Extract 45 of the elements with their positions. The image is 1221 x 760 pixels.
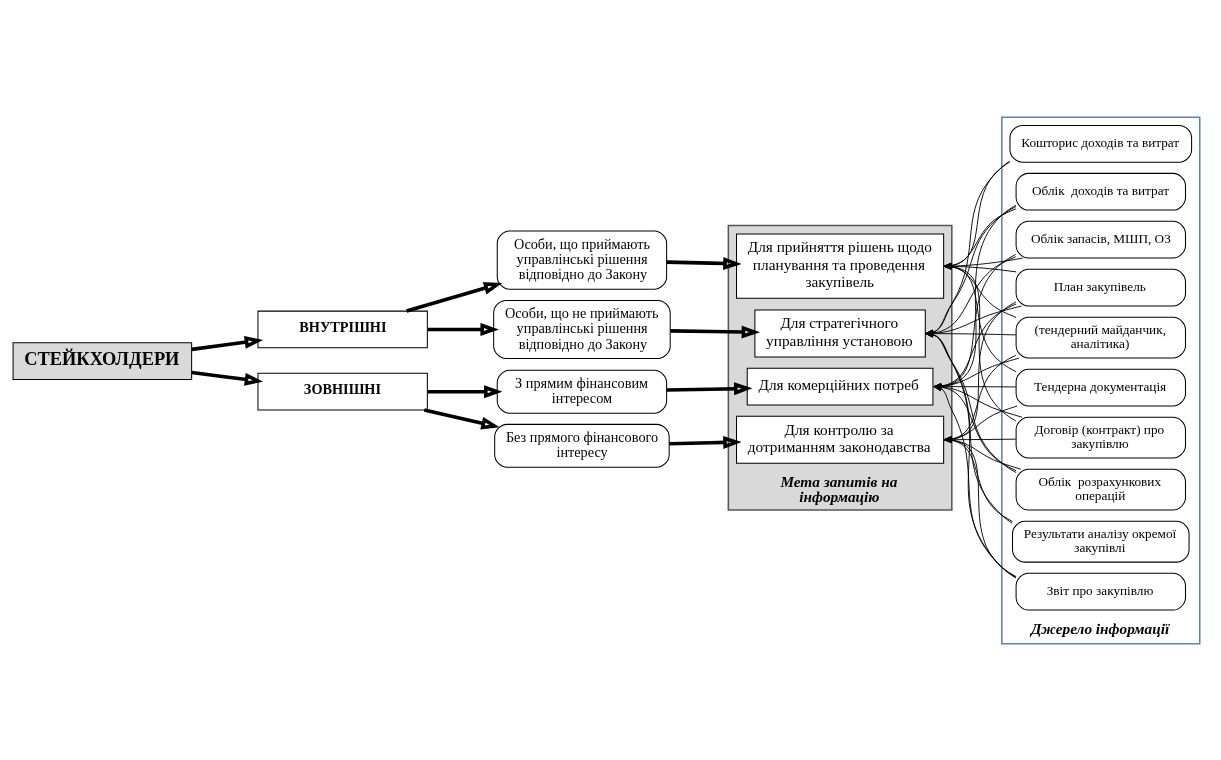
node-box: Результати аналізу окремої закупівлі <box>1012 520 1190 563</box>
node-box: СТЕЙКХОЛДЕРИ <box>12 341 193 380</box>
node-box: План закупівель <box>1015 268 1186 306</box>
arrow <box>943 354 1017 442</box>
node-box: Облік доходів та витрат <box>1015 172 1186 211</box>
node-box: Для контролю за дотриманням законодавства <box>736 415 945 464</box>
arrow <box>943 436 1017 577</box>
node-box: Особи, що не приймають управлінські рішення відповідно до Закону <box>493 299 671 359</box>
arrow <box>943 436 1017 443</box>
arrow <box>943 263 1017 318</box>
arrow <box>406 281 503 313</box>
arrow <box>943 207 1017 269</box>
node-box: (тендерний майданчик, аналітика) <box>1015 316 1186 359</box>
arrow <box>666 256 742 270</box>
arrow <box>943 436 1013 522</box>
arrow <box>943 300 1017 442</box>
node-box: Звіт про закупівлю <box>1015 572 1186 611</box>
arrow <box>427 384 503 398</box>
node-box: Договір (контракт) про закупівлю <box>1015 416 1186 459</box>
arrow <box>943 257 1024 269</box>
arrow <box>423 407 500 429</box>
node-box: ВНУТРІШНІ <box>257 310 428 348</box>
node-box: Тендерна документація <box>1015 368 1186 406</box>
arrow <box>666 381 753 395</box>
arrow <box>943 436 1022 470</box>
arrow <box>191 335 264 351</box>
node-box: Без прямого фінансового інтересу <box>494 423 670 468</box>
arrow <box>669 435 742 449</box>
arrow <box>943 263 1017 372</box>
node-box: Для прийняття рішень щодо планування та проведення закупівель <box>736 233 945 299</box>
arrow <box>943 405 1018 442</box>
node-box: Особи, що приймають управлінські рішення відповідно до Закону <box>496 230 668 290</box>
node-box: Для комерційних потреб <box>746 367 934 405</box>
arrow <box>943 262 1017 272</box>
node-box: ЗОВНІШНІ <box>257 372 428 411</box>
node-box: Облік розрахункових операцій <box>1015 468 1186 511</box>
node-box: Для стратегічного управління установою <box>754 309 926 358</box>
arrow <box>427 322 499 336</box>
arrow <box>943 161 1011 269</box>
arrow <box>191 370 264 386</box>
arrow <box>670 325 761 338</box>
arrow <box>943 263 1017 421</box>
node-box: Кошторис доходів та витрат <box>1009 124 1193 163</box>
node-box: Облік запасів, МШП, ОЗ <box>1015 220 1186 259</box>
node-box: З прямим фінансовим інтересом <box>496 369 668 414</box>
